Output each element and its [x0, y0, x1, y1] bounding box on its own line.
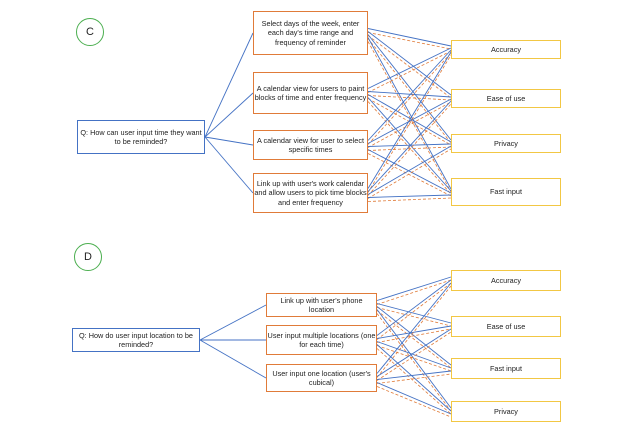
d-dashed-link-1-2	[376, 307, 452, 327]
section-d-option-2: User input multiple locations (one for e…	[266, 325, 377, 355]
c-question-link-1	[204, 32, 254, 138]
c-solid-link-2-2	[367, 91, 452, 98]
d-solid-link-3-2	[376, 328, 452, 377]
section-c-criterion-ease-of-use: Ease of use	[451, 89, 561, 108]
d-dashed-link-1-1	[376, 279, 452, 305]
c-solid-link-2-4	[367, 97, 452, 192]
c-dashed-link-1-2	[367, 35, 452, 99]
section-d-criterion-accuracy: Accuracy	[451, 270, 561, 291]
d-solid-link-2-3	[376, 341, 452, 369]
c-solid-link-3-2	[367, 98, 452, 144]
d-dashed-link-2-4	[376, 348, 452, 415]
d-dashed-link-2-3	[376, 345, 452, 372]
c-solid-link-1-2	[367, 31, 452, 96]
d-solid-link-1-2	[376, 303, 452, 324]
section-c-badge: C	[76, 18, 104, 46]
section-d-criterion-privacy: Privacy	[451, 401, 561, 422]
section-d-criterion-fast-input: Fast input	[451, 358, 561, 379]
c-dashed-link-3-1	[367, 52, 452, 145]
c-dashed-link-4-1	[367, 54, 452, 193]
d-solid-link-3-3	[376, 370, 452, 380]
d-dashed-link-3-3	[376, 373, 452, 384]
c-solid-link-4-3	[367, 145, 452, 195]
c-dashed-link-4-4	[367, 197, 452, 202]
c-dashed-link-1-3	[367, 38, 452, 144]
d-dashed-link-3-4	[376, 386, 452, 418]
d-question-link-1	[199, 304, 267, 341]
d-dashed-link-2-2	[376, 328, 452, 343]
section-d-badge: D	[74, 243, 102, 271]
section-c-criterion-fast-input: Fast input	[451, 178, 561, 206]
d-solid-link-1-1	[376, 276, 452, 301]
c-question-link-4	[204, 136, 254, 194]
c-question-link-2	[204, 92, 254, 138]
c-solid-link-4-2	[367, 100, 452, 192]
c-solid-link-4-4	[367, 194, 452, 198]
c-solid-link-3-1	[367, 49, 452, 141]
section-c-option-1: Select days of the week, enter each day'…	[253, 11, 368, 55]
c-dashed-link-3-4	[367, 153, 452, 197]
c-solid-link-1-1	[367, 28, 452, 47]
section-c-option-2: A calendar view for users to paint block…	[253, 72, 368, 114]
c-dashed-link-2-2	[367, 95, 452, 101]
d-solid-link-2-4	[376, 344, 452, 412]
d-dashed-link-1-3	[376, 310, 452, 369]
section-c-option-4: Link up with user's work calendar and al…	[253, 173, 368, 213]
c-dashed-link-4-2	[367, 103, 452, 196]
section-c-question: Q: How can user input time they want to …	[77, 120, 205, 154]
c-solid-link-3-3	[367, 143, 452, 147]
section-c-criterion-privacy: Privacy	[451, 134, 561, 153]
d-question-link-3	[199, 339, 267, 379]
d-solid-link-3-1	[376, 282, 452, 374]
section-c-option-3: A calendar view for user to select speci…	[253, 130, 368, 160]
c-question-link-3	[204, 136, 254, 146]
c-solid-link-4-1	[367, 51, 452, 189]
section-d-option-1: Link up with user's phone location	[266, 293, 377, 317]
c-dashed-link-1-4	[367, 41, 452, 193]
c-dashed-link-3-3	[367, 146, 452, 151]
c-solid-link-1-4	[367, 37, 452, 190]
section-d-question: Q: How do user input location to be remi…	[72, 328, 200, 352]
d-dashed-link-2-1	[376, 282, 452, 340]
d-solid-link-2-2	[376, 325, 452, 339]
c-solid-link-2-3	[367, 94, 452, 143]
c-dashed-link-3-2	[367, 101, 452, 148]
d-solid-link-3-4	[376, 382, 452, 415]
section-c-criterion-accuracy: Accuracy	[451, 40, 561, 59]
section-d-option-3: User input one location (user's cubical)	[266, 364, 377, 392]
section-d-criterion-ease-of-use: Ease of use	[451, 316, 561, 337]
c-dashed-link-1-1	[367, 32, 452, 50]
c-dashed-link-4-3	[367, 148, 452, 199]
c-solid-link-2-1	[367, 47, 452, 89]
c-solid-link-3-4	[367, 149, 452, 194]
c-dashed-link-2-1	[367, 50, 452, 93]
c-dashed-link-2-4	[367, 101, 452, 195]
c-solid-link-1-3	[367, 34, 452, 141]
d-solid-link-2-1	[376, 279, 452, 336]
